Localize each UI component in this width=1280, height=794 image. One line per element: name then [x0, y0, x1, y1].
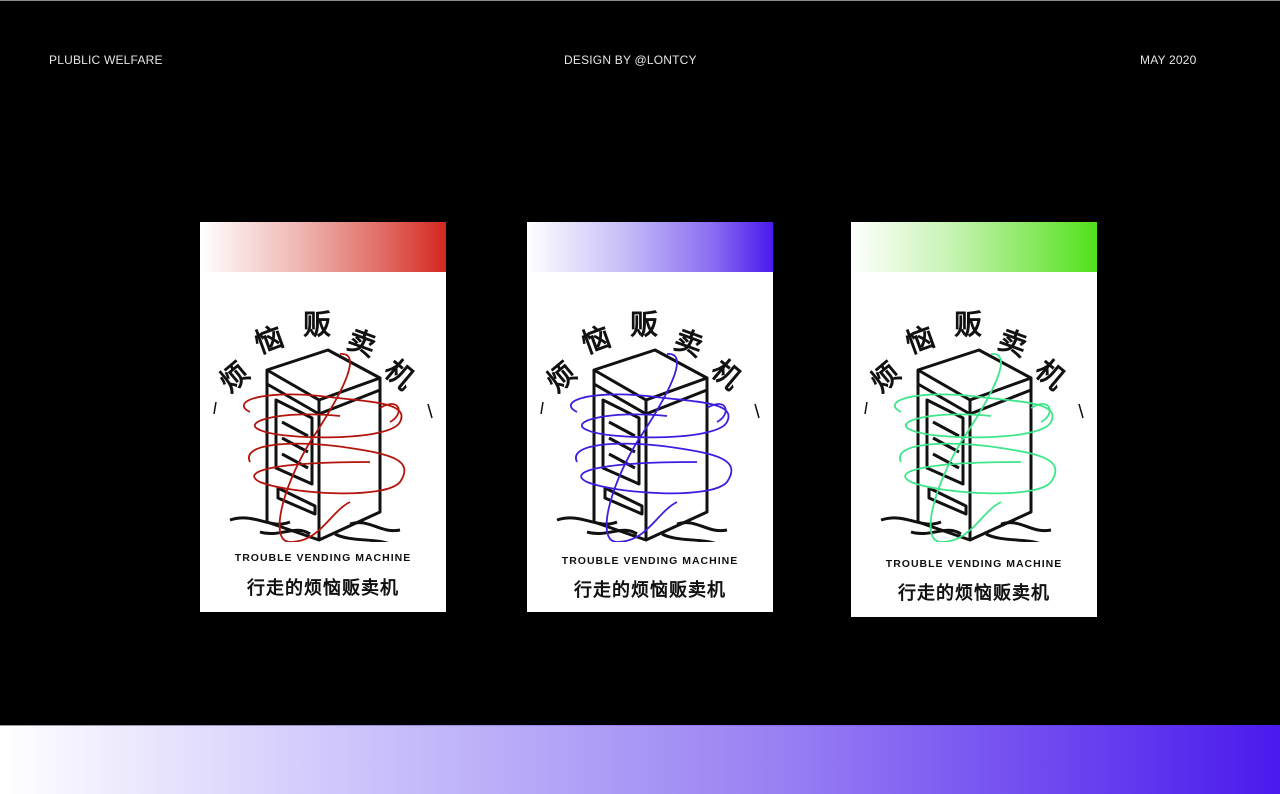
vending-machine-illustration: 烦 恼 贩 卖 机 — [864, 308, 1084, 542]
vending-machine-illustration: 烦 恼 贩 卖 机 — [540, 308, 760, 542]
vending-machine-illustration: 烦 恼 贩 卖 机 — [213, 308, 433, 542]
arc-char-2: 恼 — [577, 320, 615, 361]
header-date: MAY 2020 — [1140, 53, 1197, 67]
footer-edge-line — [0, 725, 1280, 726]
header-left-label: PLUBLIC WELFARE — [49, 53, 163, 67]
poster-blue: 烦 恼 贩 卖 机 TROUBLE VENDING MACHINE 行走的烦恼贩… — [527, 222, 773, 612]
arc-char-1: 烦 — [540, 356, 583, 399]
subtitle-english: TROUBLE VENDING MACHINE — [561, 555, 739, 567]
arc-char-5: 机 — [378, 353, 421, 396]
arc-char-5: 机 — [1029, 353, 1072, 396]
arc-char-3: 贩 — [630, 308, 658, 341]
arc-char-3: 贩 — [954, 308, 982, 341]
top-divider — [0, 0, 1280, 1]
gradient-header-bar — [200, 222, 446, 272]
subtitle-chinese: 行走的烦恼贩卖机 — [247, 578, 399, 599]
subtitle-english: TROUBLE VENDING MACHINE — [234, 552, 412, 564]
arc-char-2: 恼 — [901, 320, 939, 361]
arc-char-5: 机 — [705, 353, 748, 396]
gradient-header-bar — [851, 222, 1097, 272]
arc-char-1: 烦 — [213, 356, 256, 399]
poster-red: 烦 恼 贩 卖 机 TROUBLE VENDING MACHINE 行走的烦恼贩… — [200, 222, 446, 612]
arc-char-3: 贩 — [303, 308, 331, 341]
poster-green: 烦 恼 贩 卖 机 TROUBLE VENDING MACHINE 行走的烦恼贩… — [851, 222, 1097, 617]
header-credit: DESIGN BY @LONTCY — [564, 53, 697, 67]
subtitle-english: TROUBLE VENDING MACHINE — [885, 558, 1063, 570]
arc-char-2: 恼 — [250, 320, 288, 361]
footer-gradient-bar — [0, 725, 1280, 794]
gradient-header-bar — [527, 222, 773, 272]
arc-char-1: 烦 — [864, 356, 907, 399]
subtitle-chinese: 行走的烦恼贩卖机 — [574, 580, 726, 601]
subtitle-chinese: 行走的烦恼贩卖机 — [898, 583, 1050, 604]
